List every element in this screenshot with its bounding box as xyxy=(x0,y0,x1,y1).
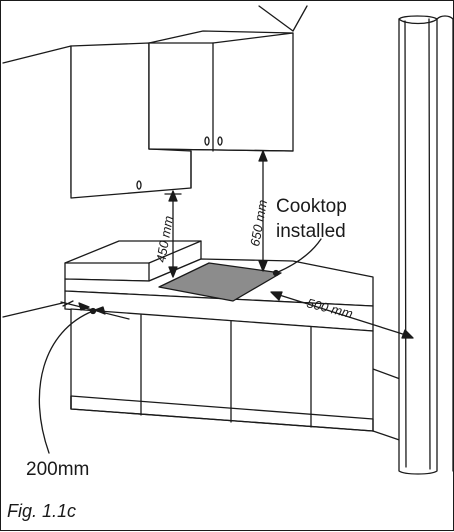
dimension-200 xyxy=(38,300,130,454)
curtain xyxy=(398,15,454,475)
cooktop-leader xyxy=(272,238,322,277)
figure-caption: Fig. 1.1c xyxy=(7,501,77,521)
label-200mm: 200mm xyxy=(26,459,89,480)
label-cooktop-line2: installed xyxy=(276,221,346,242)
label-cooktop-line1: Cooktop xyxy=(276,196,347,217)
dimension-450 xyxy=(164,190,182,278)
wall-cabinets xyxy=(70,30,294,199)
cooktop-shape xyxy=(158,262,282,302)
dimension-500 xyxy=(270,291,414,339)
label-650-mm: 650 mm xyxy=(247,199,270,248)
dimension-650 xyxy=(258,150,268,272)
